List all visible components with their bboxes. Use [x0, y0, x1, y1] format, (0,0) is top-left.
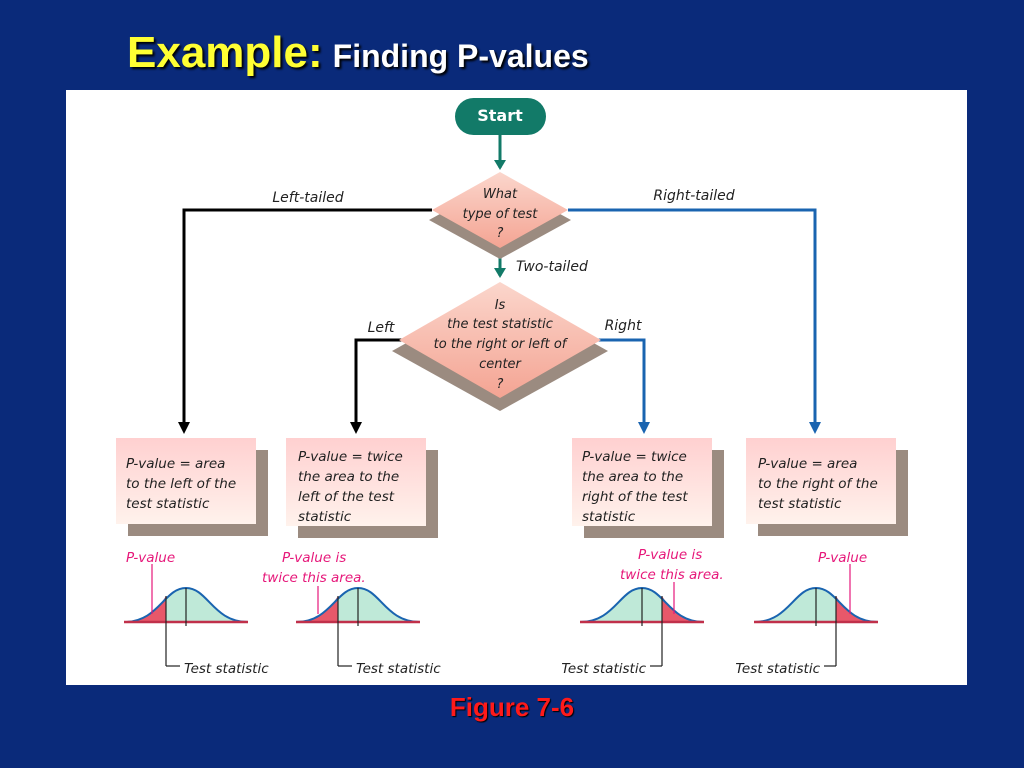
box3-line-4: statistic: [582, 509, 636, 525]
q2-line-1: Is: [495, 298, 506, 313]
q2-line-5: ?: [497, 377, 504, 392]
q1-diamond: [432, 172, 568, 248]
q1-line-1: What: [483, 187, 518, 202]
curve3-test-statistic: Test statistic: [561, 661, 646, 677]
curve1-tail: [124, 596, 166, 622]
box1-line-2: to the left of the: [126, 476, 236, 492]
curve2-tail: [296, 596, 338, 622]
curve4-test-statistic: Test statistic: [735, 661, 820, 677]
label-left-tailed: Left-tailed: [272, 190, 343, 206]
box3-line-2: the area to the: [582, 469, 683, 485]
q1-line-3: ?: [497, 226, 504, 241]
figure-caption: Figure 7-6: [449, 692, 575, 722]
curve3-label-line-1: P-value is: [638, 547, 702, 563]
box2-line-2: the area to the: [298, 469, 399, 485]
edge-right-tailed: [568, 208, 817, 430]
curve-1: P-value Test statistic: [123, 550, 269, 677]
arrowhead-box3: [638, 422, 650, 434]
start-label: Start: [477, 106, 523, 125]
start-node: [455, 98, 546, 135]
box4-line-1: P-value = area: [758, 456, 857, 472]
edge-left-tailed: [182, 208, 432, 430]
curve-2: P-value is twice this area. Test statist…: [262, 550, 441, 677]
curve-4: P-value Test statistic: [735, 550, 879, 677]
box1: [116, 438, 256, 524]
box1-line-1: P-value = area: [126, 456, 225, 472]
box2-line-1: P-value = twice: [298, 449, 403, 465]
box2-line-3: left of the test: [298, 489, 395, 505]
curve2-test-statistic: Test statistic: [356, 661, 441, 677]
edge-right: [598, 338, 646, 430]
curve2-label-line-1: P-value is: [282, 550, 346, 566]
curve4-tail: [836, 596, 878, 622]
curve1-pvalue-label: P-value: [126, 550, 175, 566]
box1-line-3: test statistic: [126, 496, 210, 512]
q2-line-2: the test statistic: [447, 317, 553, 332]
box4-line-2: to the right of the: [758, 476, 878, 492]
q2-diamond: [399, 282, 601, 398]
box4: [746, 438, 896, 524]
edge-left: [354, 338, 402, 430]
flowchart-panel: Left-tailed Right-tailed Two-tailed Left…: [66, 90, 967, 685]
arrowhead-q2: [494, 268, 506, 278]
label-left: Left: [368, 320, 395, 336]
curve-3: P-value is twice this area. Test statist…: [561, 547, 723, 677]
label-right-tailed: Right-tailed: [653, 188, 734, 204]
label-right: Right: [605, 318, 642, 334]
arrowhead-q1: [494, 160, 506, 170]
box3-line-3: right of the test: [582, 489, 688, 505]
box2-line-4: statistic: [298, 509, 352, 525]
box3: [572, 438, 712, 526]
label-two-tailed: Two-tailed: [516, 259, 588, 275]
arrowhead-box2: [350, 422, 362, 434]
box4-line-3: test statistic: [758, 496, 842, 512]
arrowhead-box1: [178, 422, 190, 434]
slide-title: Example:Finding P-values: [127, 28, 589, 78]
flowchart: Left-tailed Right-tailed Two-tailed Left…: [116, 98, 908, 677]
curve4-pvalue-label: P-value: [818, 550, 867, 566]
arrowhead-box4: [809, 422, 821, 434]
title-main: Example:: [127, 28, 323, 77]
title-sub: Finding P-values: [332, 38, 589, 74]
q2-line-4: center: [479, 357, 522, 372]
curve3-label-line-2: twice this area.: [620, 567, 724, 583]
q1-line-2: type of test: [463, 207, 539, 222]
q2-line-3: to the right or left of: [434, 337, 569, 352]
curve3-tail: [662, 596, 704, 622]
curve2-label-line-2: twice this area.: [262, 570, 366, 586]
curve1-test-statistic: Test statistic: [184, 661, 269, 677]
box2: [286, 438, 426, 526]
box3-line-1: P-value = twice: [582, 449, 687, 465]
